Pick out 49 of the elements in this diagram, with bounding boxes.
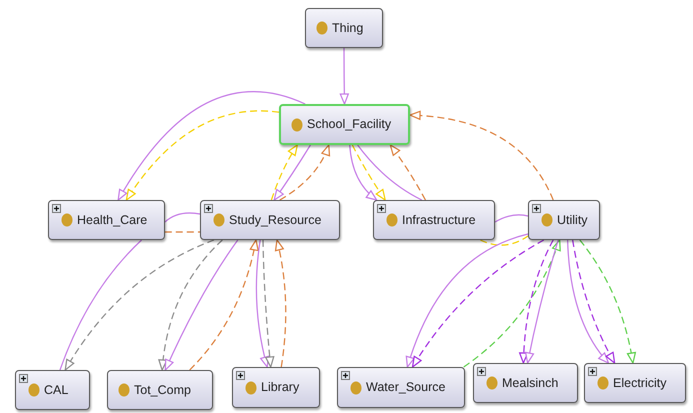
dashed-arrow xyxy=(409,111,554,200)
dashed-arrow xyxy=(64,239,214,371)
class-box xyxy=(200,200,340,240)
arrow xyxy=(164,240,238,371)
dashed-arrow xyxy=(412,239,544,368)
arrow xyxy=(349,144,378,201)
class-box xyxy=(107,370,213,410)
class-label: Tot_Comp xyxy=(134,382,191,399)
dashed-arrow xyxy=(279,144,330,201)
class-label: Utility xyxy=(557,212,588,229)
class-label: Infrastructure xyxy=(402,212,476,229)
class-label: Mealsinch xyxy=(502,374,558,392)
class-box xyxy=(584,363,686,403)
arrow xyxy=(256,240,270,368)
class-label: Study_Resource xyxy=(229,212,322,229)
class-box xyxy=(373,200,495,240)
dashed-arrow xyxy=(274,239,286,368)
dashed-arrow xyxy=(270,144,298,200)
class-box xyxy=(528,200,600,240)
class-label: School_Facility xyxy=(307,116,392,134)
arrow xyxy=(118,91,306,201)
arrow xyxy=(340,48,349,105)
arrow xyxy=(525,240,559,364)
dashed-arrow xyxy=(158,240,223,371)
class-label: Health_Care xyxy=(77,212,148,229)
class-box xyxy=(232,367,320,408)
dashed-arrow xyxy=(519,240,554,364)
dashed-arrow xyxy=(352,144,386,201)
class-box xyxy=(473,363,578,403)
class-box xyxy=(48,200,165,240)
class-label: Electricity xyxy=(613,374,666,392)
class-box xyxy=(337,367,465,408)
dashed-arrow xyxy=(463,239,561,368)
class-box xyxy=(279,104,410,145)
class-label: Thing xyxy=(332,20,364,37)
dashed-arrow xyxy=(126,110,280,201)
dashed-arrow xyxy=(189,239,259,370)
dashed-arrow xyxy=(572,240,616,364)
dashed-arrow xyxy=(262,240,274,368)
arrow xyxy=(406,233,528,368)
arrow xyxy=(274,144,311,201)
class-box xyxy=(305,8,383,48)
dashed-arrow xyxy=(579,240,636,364)
class-label: Library xyxy=(261,379,300,396)
arrow xyxy=(567,240,610,364)
dashed-arrow xyxy=(390,144,426,200)
class-label: Water_Source xyxy=(366,379,446,396)
class-box xyxy=(15,370,90,410)
class-label: CAL xyxy=(44,382,68,399)
